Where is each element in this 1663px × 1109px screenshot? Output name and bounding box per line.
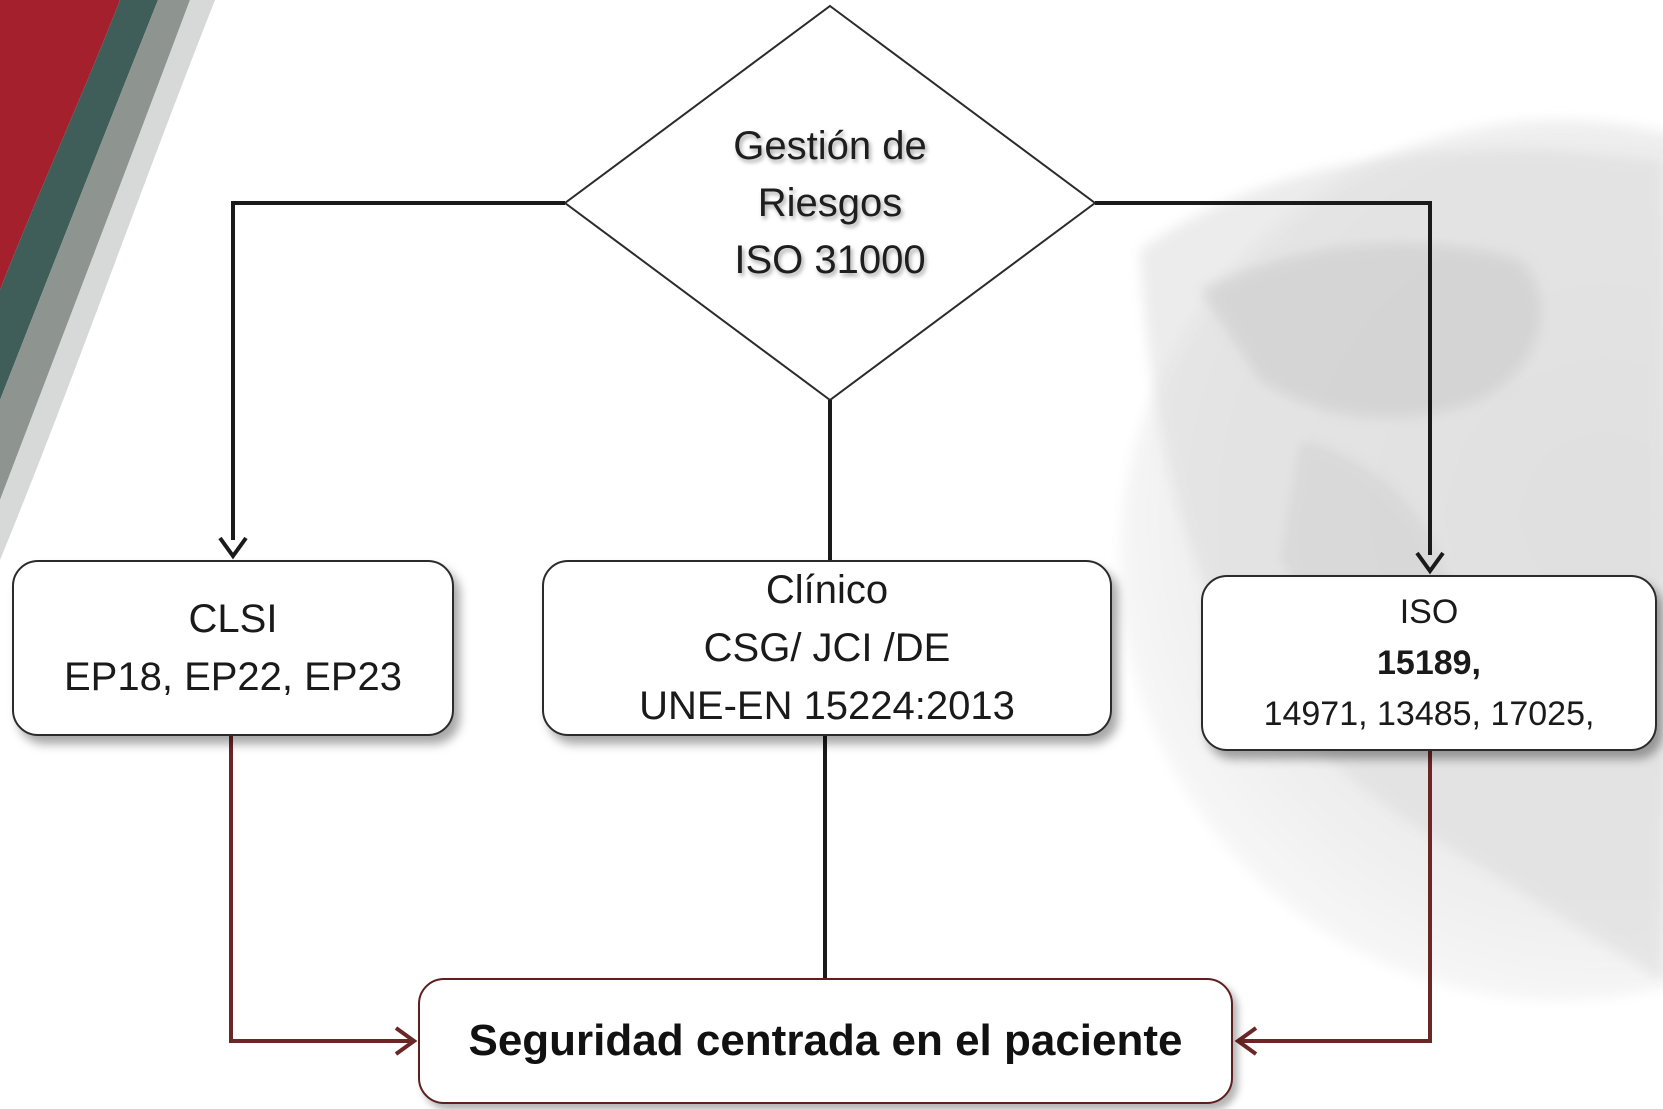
clinico-node-line-1: Clínico — [765, 568, 889, 612]
clsi-node-line-2: EP18, EP22, EP23 — [63, 655, 402, 699]
connector-iso-to-seguridad — [1240, 751, 1432, 1043]
top-node-line-3: ISO 31000 — [734, 238, 926, 282]
clinico-node-line-2: CSG/ JCI /DE — [703, 626, 951, 670]
arrowhead-seguridad-left — [394, 1026, 418, 1056]
connector-clsi-to-seguridad — [229, 736, 412, 1043]
arrowhead-clsi — [218, 536, 248, 560]
connector-to-clsi — [231, 201, 565, 540]
seguridad-node: Seguridad centrada en el paciente — [418, 978, 1233, 1104]
dark-connectors — [231, 201, 1432, 978]
connector-to-iso — [1095, 201, 1432, 555]
clsi-node-line-1: CLSI — [188, 597, 278, 641]
top-node-line-2: Riesgos — [757, 181, 903, 225]
stripe-gray-light — [0, 0, 215, 560]
stripe-gray-dark — [0, 0, 190, 500]
arrowhead-iso — [1415, 551, 1445, 575]
maroon-connectors — [229, 736, 1432, 1043]
top-node-line-1: Gestión de — [733, 124, 927, 168]
globe-watermark — [1120, 120, 1663, 1000]
iso-node: ISO 15189, 14971, 13485, 17025, — [1201, 575, 1657, 751]
clinico-node-line-3: UNE-EN 15224:2013 — [639, 684, 1015, 728]
left-stripes-decoration — [0, 0, 215, 560]
arrowhead-seguridad-right — [1234, 1026, 1258, 1056]
clsi-node: CLSI EP18, EP22, EP23 — [12, 560, 454, 736]
seguridad-node-label: Seguridad centrada en el paciente — [468, 1016, 1183, 1065]
iso-node-line-3: 14971, 13485, 17025, — [1263, 694, 1595, 733]
iso-node-line-2: 15189, — [1377, 643, 1481, 682]
top-node-label: Gestión de Riesgos ISO 31000 — [680, 118, 980, 289]
iso-node-line-1: ISO — [1399, 592, 1459, 631]
clinico-node: Clínico CSG/ JCI /DE UNE-EN 15224:2013 — [542, 560, 1112, 736]
